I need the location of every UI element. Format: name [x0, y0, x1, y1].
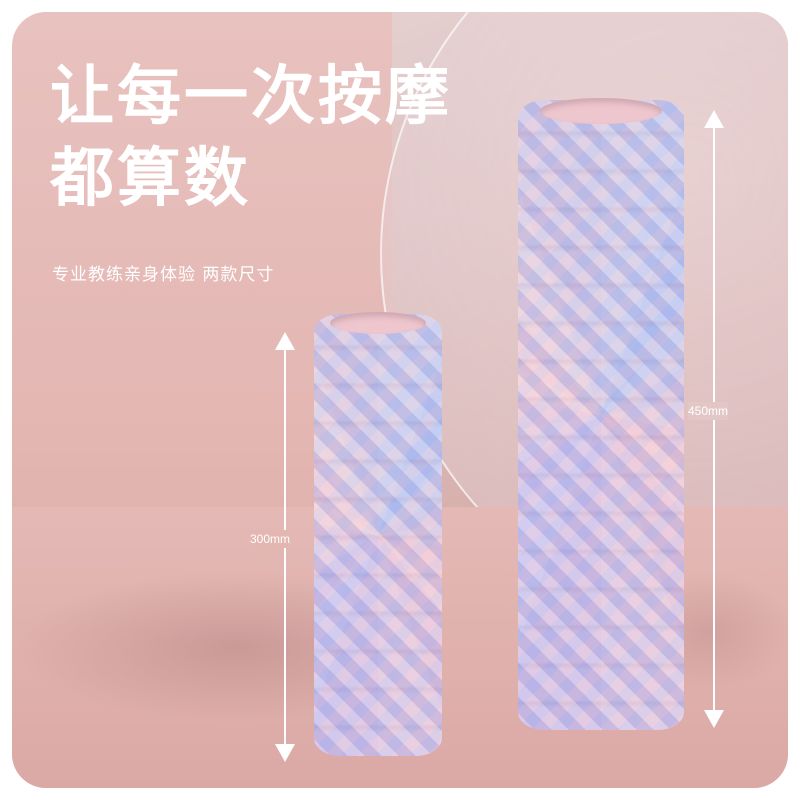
arrow-down-icon — [704, 710, 724, 728]
subheadline: 专业教练亲身体验 两款尺寸 — [52, 265, 275, 285]
roller-rim-large — [540, 98, 662, 124]
foam-roller-small — [314, 314, 442, 756]
headline: 让每一次按摩 都算数 — [50, 56, 452, 220]
size-label-small: 300mm — [250, 530, 291, 548]
arrow-up-icon — [275, 332, 295, 350]
roller-spike-texture — [314, 314, 442, 756]
arrow-up-icon — [704, 110, 724, 128]
roller-rim-small — [330, 312, 426, 334]
size-label-large: 450mm — [688, 402, 729, 420]
headline-line-1: 让每一次按摩 — [50, 60, 452, 134]
arrow-down-icon — [275, 744, 295, 762]
foam-roller-large — [518, 100, 684, 730]
headline-line-2: 都算数 — [50, 142, 251, 216]
roller-shadow — [12, 572, 332, 722]
product-image-frame: 让每一次按摩 都算数 专业教练亲身体验 两款尺寸 300mm 450mm — [12, 12, 788, 788]
roller-spike-texture — [518, 100, 684, 730]
roller-shadow — [672, 572, 788, 692]
